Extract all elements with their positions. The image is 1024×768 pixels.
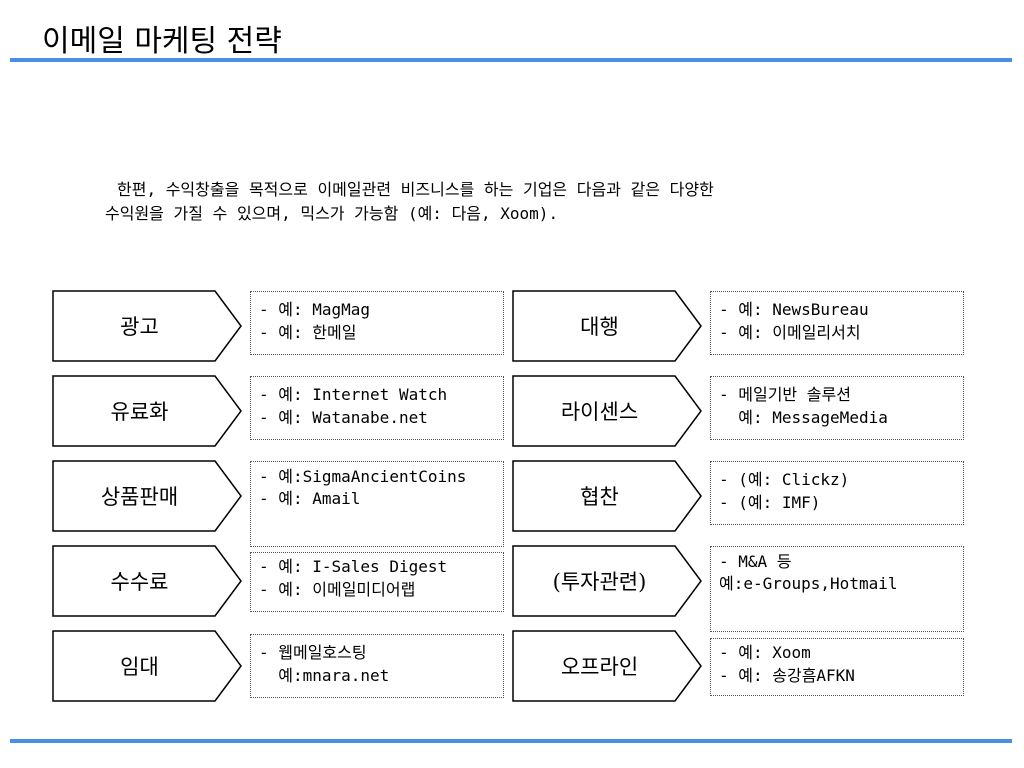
arrow-left-2: 상품판매 xyxy=(52,460,242,532)
arrow-label: (투자관련) xyxy=(552,570,647,594)
intro-line-2: 수익원을 가질 수 있으며, 믹스가 가능함 (예: 다음, Xoom). xyxy=(105,204,559,223)
arrow-label: 광고 xyxy=(120,315,159,339)
example-line: 예:e-Groups,Hotmail xyxy=(719,574,898,593)
arrow-shape xyxy=(512,375,702,447)
arrow-label: 유료화 xyxy=(110,400,169,424)
arrow-left-3: 수수료 xyxy=(52,545,242,617)
arrow-left-4: 임대 xyxy=(52,630,242,702)
example-box-right-1: - 메일기반 솔루션 예: MessageMedia xyxy=(710,376,964,440)
arrow-right-3: (투자관련) xyxy=(512,545,702,617)
example-line: - 예: Internet Watch xyxy=(259,385,448,404)
example-line: 예: MessageMedia xyxy=(719,408,888,427)
example-line: - 예:SigmaAncientCoins xyxy=(259,467,467,486)
example-line: - 메일기반 솔루션 xyxy=(719,385,851,404)
arrow-shape xyxy=(512,630,702,702)
example-box-left-3: - 예: I-Sales Digest - 예: 이메일미디어랩 xyxy=(250,552,504,612)
example-box-right-4: - 예: Xoom - 예: 송강흠AFKN xyxy=(710,638,964,696)
arrow-shape xyxy=(52,630,242,702)
example-box-right-2: - (예: Clickz) - (예: IMF) xyxy=(710,461,964,525)
arrow-label: 수수료 xyxy=(110,570,169,594)
footer-rule xyxy=(10,739,1012,743)
example-line: - M&A 등 xyxy=(719,552,792,571)
arrow-shape xyxy=(512,290,702,362)
example-line: - 예: Amail xyxy=(259,489,361,508)
example-line: - (예: Clickz) xyxy=(719,470,850,489)
title-underline xyxy=(10,58,1012,62)
arrow-shape xyxy=(512,545,702,617)
example-line: - 웹메일호스팅 xyxy=(259,643,367,662)
arrow-left-0: 광고 xyxy=(52,290,242,362)
example-line: - 예: 한메일 xyxy=(259,323,357,342)
arrow-shape xyxy=(52,460,242,532)
example-line: - 예: NewsBureau xyxy=(719,300,869,319)
arrow-shape xyxy=(52,375,242,447)
arrow-right-1: 라이센스 xyxy=(512,375,702,447)
arrow-label: 협찬 xyxy=(580,485,619,509)
page-title: 이메일 마케팅 전략 xyxy=(42,24,282,59)
example-line: - 예: Xoom xyxy=(719,643,811,662)
arrow-shape xyxy=(52,290,242,362)
arrow-left-1: 유료화 xyxy=(52,375,242,447)
example-box-left-4: - 웹메일호스팅 예:mnara.net xyxy=(250,634,504,698)
example-box-left-2: - 예:SigmaAncientCoins - 예: Amail xyxy=(250,461,504,547)
example-box-right-0: - 예: NewsBureau - 예: 이메일리서치 xyxy=(710,291,964,355)
arrow-shape xyxy=(512,460,702,532)
example-line: 예:mnara.net xyxy=(259,666,390,685)
example-line: - 예: Watanabe.net xyxy=(259,408,428,427)
intro-line-1: 한편, 수익창출을 목적으로 이메일관련 비즈니스를 하는 기업은 다음과 같은… xyxy=(117,180,714,199)
arrow-right-0: 대행 xyxy=(512,290,702,362)
example-line: - 예: 이메일미디어랩 xyxy=(259,580,416,599)
arrow-label: 상품판매 xyxy=(100,485,179,509)
arrow-right-4: 오프라인 xyxy=(512,630,702,702)
example-line: - 예: 이메일리서치 xyxy=(719,323,861,342)
arrow-label: 대행 xyxy=(580,315,619,339)
example-line: - 예: 송강흠AFKN xyxy=(719,666,855,685)
arrow-label: 임대 xyxy=(120,655,159,679)
example-box-left-1: - 예: Internet Watch - 예: Watanabe.net xyxy=(250,376,504,440)
arrow-label: 오프라인 xyxy=(560,655,639,679)
example-box-right-3: - M&A 등 예:e-Groups,Hotmail xyxy=(710,546,964,632)
example-box-left-0: - 예: MagMag - 예: 한메일 xyxy=(250,291,504,355)
arrow-label: 라이센스 xyxy=(560,400,639,424)
arrow-shape xyxy=(52,545,242,617)
example-line: - 예: MagMag xyxy=(259,300,371,319)
example-line: - 예: I-Sales Digest xyxy=(259,557,448,576)
example-line: - (예: IMF) xyxy=(719,493,821,512)
arrow-right-2: 협찬 xyxy=(512,460,702,532)
intro-text: 한편, 수익창출을 목적으로 이메일관련 비즈니스를 하는 기업은 다음과 같은… xyxy=(105,178,955,226)
